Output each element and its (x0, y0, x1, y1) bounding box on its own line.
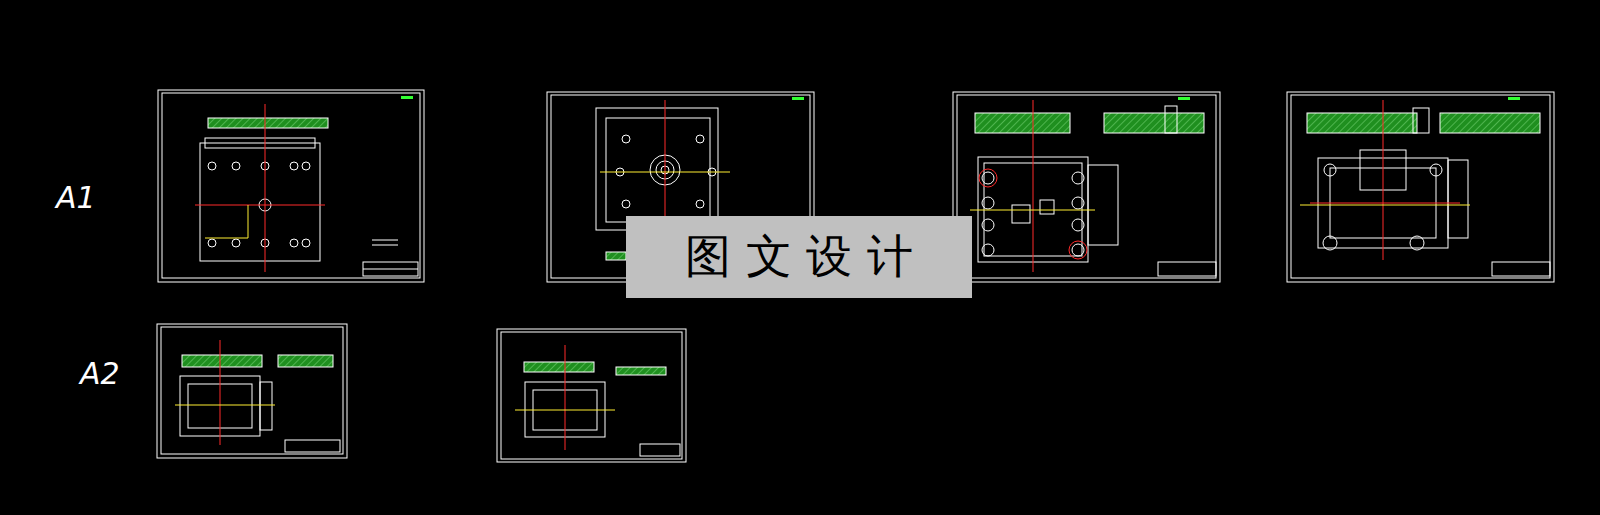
sheet-line (1033, 100, 1034, 272)
sheet-line (363, 262, 418, 276)
sheet-size-label: A2 (80, 356, 120, 391)
sheet-line (182, 355, 262, 367)
sheet-line (792, 97, 804, 100)
sheet-line (265, 104, 266, 272)
sheet-line (1088, 165, 1118, 245)
sheet-line (1072, 219, 1084, 231)
sheet-line (285, 440, 340, 452)
sheet-line (1440, 113, 1540, 133)
sheet-line (1158, 262, 1216, 276)
sheet-line (497, 329, 686, 462)
sheet-line (158, 90, 424, 282)
sheet-line (200, 143, 320, 261)
sheet-line (515, 410, 615, 411)
sheet-line (600, 172, 730, 173)
sheet-line (290, 239, 298, 247)
sheet-line (401, 96, 1520, 100)
sheet-line (175, 172, 1470, 410)
watermark-text: 图 文 设 计 (685, 226, 913, 288)
sheet-line (1178, 97, 1190, 100)
sheet-line (302, 162, 310, 170)
sheet-line (975, 113, 1070, 133)
sheet-line (596, 108, 718, 230)
sheet-line (162, 93, 420, 278)
sheet-line (982, 172, 994, 184)
sheet-line (1508, 97, 1520, 100)
sheet-line (1324, 164, 1336, 176)
sheet-line (1287, 92, 1554, 282)
sheet-line (1104, 113, 1204, 133)
sheet-line (1012, 205, 1030, 223)
sheet-line (372, 240, 398, 241)
sheet-line (232, 162, 240, 170)
sheet-line (622, 200, 630, 208)
sheet-line (1069, 241, 1087, 259)
sheet-line (290, 162, 298, 170)
sheet-size-label: A1 (56, 180, 96, 215)
sheet-line (278, 355, 333, 367)
sheet-line (363, 269, 418, 270)
sheet-line (982, 197, 994, 209)
watermark-box: 图 文 设 计 (626, 216, 972, 298)
sheet-line (501, 332, 682, 459)
sheet-line (565, 345, 566, 450)
sheet-line (616, 367, 666, 375)
sheet-line (640, 444, 680, 456)
sheet-line (260, 382, 272, 430)
sheet-line (982, 244, 994, 256)
sheet-line (957, 95, 1216, 278)
sheet-line (208, 118, 328, 128)
sheet-line (1072, 172, 1084, 184)
sheet-line (205, 138, 315, 148)
sheet-line (1383, 100, 1384, 260)
sheet-line (195, 205, 325, 206)
sheet-line (195, 100, 1460, 450)
sheet-line (205, 205, 248, 238)
sheet-line (208, 162, 216, 170)
sheet-line (161, 327, 343, 454)
sheet-line (372, 245, 398, 246)
sheet-line (1300, 205, 1470, 206)
sheet-line (1492, 262, 1550, 276)
sheet-line (524, 362, 594, 372)
sheet-line (1413, 108, 1429, 133)
sheet-line (622, 135, 630, 143)
sheet-line (982, 219, 994, 231)
sheet-line (1430, 164, 1442, 176)
sheet-line (970, 210, 1095, 211)
sheet-line (696, 200, 704, 208)
sheet-line (1040, 200, 1054, 214)
sheet-line (1291, 95, 1550, 278)
sheet-line (232, 239, 240, 247)
sheet-line (1165, 106, 1177, 133)
sheet-line (1323, 236, 1337, 250)
sheet-line (1448, 160, 1468, 238)
sheet-line (401, 96, 413, 99)
sheet-line (606, 118, 710, 222)
sheet-line (175, 405, 275, 406)
sheet-line (1410, 236, 1424, 250)
sheet-line (302, 239, 310, 247)
sheet-line (696, 135, 704, 143)
sheet-line (208, 239, 216, 247)
sheet-line (157, 90, 1554, 462)
sheet-line (606, 252, 626, 260)
sheet-line (157, 324, 347, 458)
sheet-line (1072, 197, 1084, 209)
sheet-line (220, 340, 221, 445)
sheet-line (1307, 113, 1417, 133)
sheet-line (953, 92, 1220, 282)
sheet-line (1310, 203, 1460, 204)
sheet-line (979, 169, 997, 187)
sheet-line (1072, 244, 1084, 256)
